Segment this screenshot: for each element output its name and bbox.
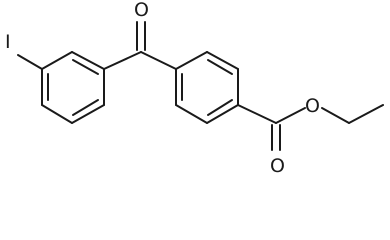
iodine-atom-label: I: [5, 31, 11, 53]
iodophenyl-ring: [41, 51, 105, 124]
ring-to-ester-bond: [237, 104, 277, 124]
structure-diagram: I O O O: [5, 0, 384, 177]
ring-to-carbonyl-bond: [103, 51, 142, 70]
o-ch2-bond: [321, 107, 350, 124]
ketone-double-bond: [136, 21, 146, 51]
ch2-ch3-bond: [348, 104, 384, 124]
ester-carbonyl-oxygen-label: O: [270, 155, 285, 177]
carbonyl-to-ring-bond: [140, 51, 177, 70]
molecule-drawing: I O O O: [5, 0, 384, 177]
benzoate-ring: [175, 51, 239, 124]
ester-carbonyl-double-bond: [271, 124, 281, 151]
ci-bond: [17, 54, 43, 70]
ester-c-o-bond: [275, 107, 306, 124]
ester-ether-oxygen-label: O: [305, 95, 320, 117]
ketone-oxygen-label: O: [134, 0, 149, 21]
